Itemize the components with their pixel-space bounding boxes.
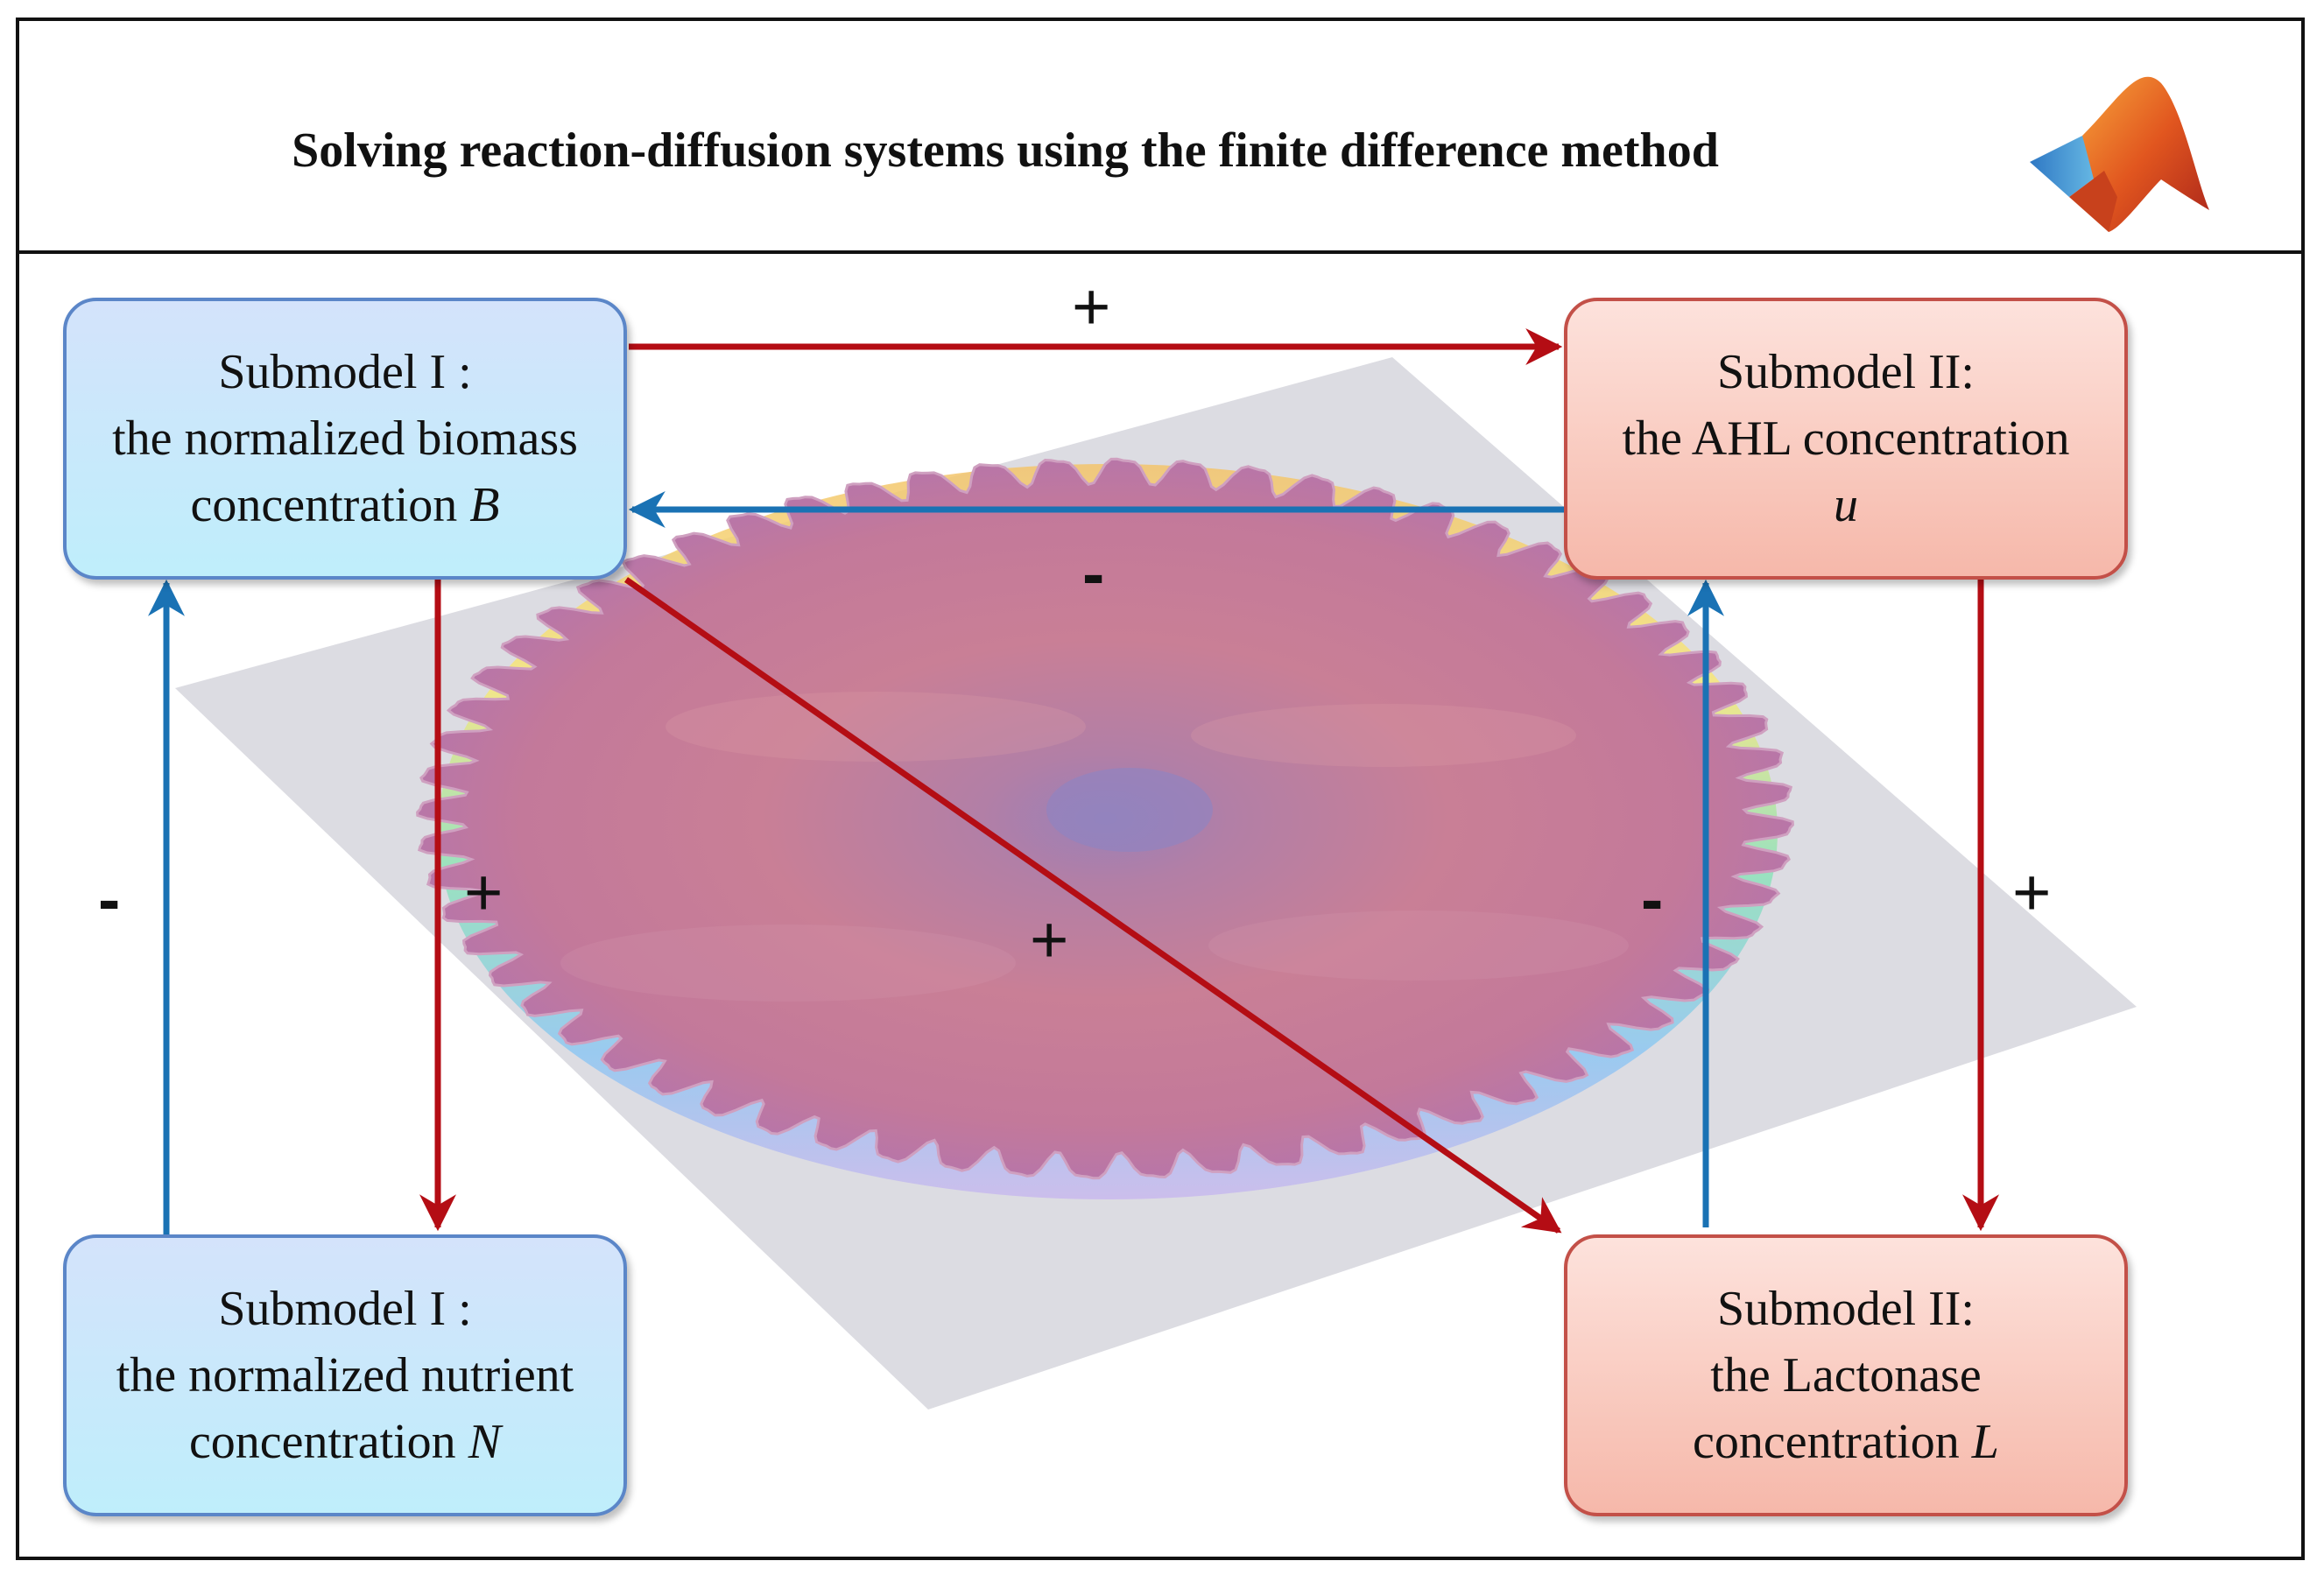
sign-ahl-to-biomass: - (1082, 537, 1105, 611)
box-biomass-line3: concentration B (191, 472, 500, 538)
box-nutrient-title: Submodel I : (218, 1282, 472, 1336)
box-ahl: Submodel II: the AHL concentration u (1564, 298, 2128, 580)
box-ahl-title: Submodel II: (1717, 345, 1975, 399)
sign-biomass-to-nutrient: + (464, 855, 504, 930)
box-lactonase-title: Submodel II: (1717, 1282, 1975, 1336)
box-lactonase: Submodel II: the Lactonase concentration… (1564, 1234, 2128, 1516)
page-title: Solving reaction-diffusion systems using… (292, 123, 1719, 178)
box-lactonase-prefix: concentration (1693, 1415, 1972, 1469)
box-nutrient-prefix: concentration (188, 1415, 468, 1469)
sign-biomass-to-ahl: + (1072, 270, 1111, 344)
box-ahl-line3: u (1834, 472, 1858, 538)
arrow-biomass-to-lactonase (623, 577, 1562, 1234)
box-biomass-prefix: concentration (190, 478, 470, 532)
symbol-lactonase: L (1971, 1415, 1999, 1469)
box-biomass: Submodel I : the normalized biomass conc… (63, 298, 627, 580)
sign-biomass-to-lactonase: + (1030, 903, 1069, 977)
symbol-biomass: B (469, 478, 500, 532)
symbol-ahl: u (1834, 478, 1858, 532)
colony-pattern (416, 457, 1794, 1199)
box-ahl-desc: the AHL concentration (1622, 411, 2070, 466)
box-lactonase-desc: the Lactonase (1710, 1348, 1982, 1403)
sign-nutrient-to-biomass: - (98, 862, 121, 937)
box-nutrient-line3: concentration N (189, 1409, 501, 1475)
box-biomass-desc: the normalized biomass (112, 411, 578, 466)
box-lactonase-line3: concentration L (1693, 1409, 1999, 1475)
figure-frame (16, 18, 2305, 1560)
header-panel: Solving reaction-diffusion systems using… (16, 18, 2305, 254)
colony-center-spot (1046, 768, 1213, 852)
box-biomass-title: Submodel I : (218, 345, 472, 399)
sign-lactonase-to-ahl: - (1641, 862, 1664, 937)
box-nutrient-desc: the normalized nutrient (116, 1348, 574, 1403)
sign-ahl-to-lactonase: + (2012, 855, 2052, 930)
box-nutrient: Submodel I : the normalized nutrient con… (63, 1234, 627, 1516)
symbol-nutrient: N (468, 1415, 502, 1469)
matlab-logo-icon (2030, 76, 2209, 233)
